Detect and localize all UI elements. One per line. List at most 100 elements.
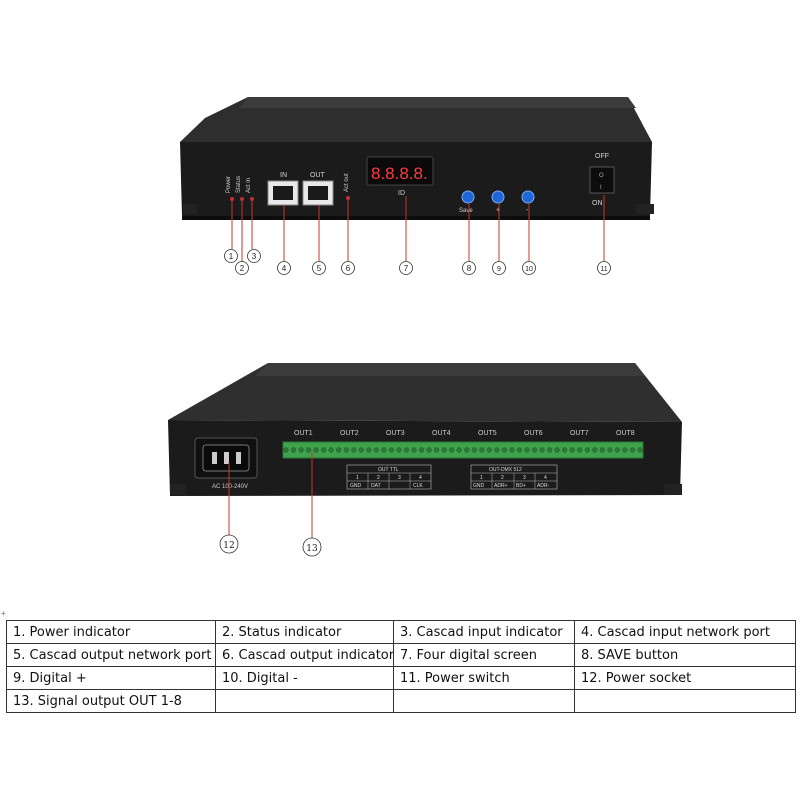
svg-text:3: 3 (523, 475, 526, 481)
svg-text:GND: GND (473, 483, 485, 489)
svg-text:11: 11 (600, 266, 607, 273)
legend-cell (215, 689, 394, 713)
terminal-screw (562, 447, 568, 453)
output-terminal-strip[interactable] (282, 441, 644, 459)
legend-cell: 13. Signal output OUT 1-8 (6, 689, 216, 713)
svg-text:GND: GND (350, 483, 362, 489)
callout-3 (247, 249, 261, 263)
svg-text:5: 5 (317, 264, 322, 273)
display-digits: 8.8.8.8. (371, 164, 428, 183)
dmx-pin-table: OUT-DMX 512 1 2 3 4 GND ADR+ BD+ ADR- (470, 464, 558, 490)
legend-row: 13. Signal output OUT 1-8 (6, 689, 796, 713)
svg-text:1: 1 (229, 252, 234, 261)
legend-cell: 7. Four digital screen (393, 643, 575, 667)
terminal-screw (418, 447, 425, 453)
out3-label: OUT3 (386, 430, 405, 437)
terminal-screw (290, 447, 297, 453)
ttl-pin-table: OUT TTL 1 2 3 4 GND DAT CLK (346, 464, 432, 490)
terminal-screw (313, 447, 319, 453)
terminal-screw (403, 447, 410, 453)
terminal-screw (622, 447, 628, 453)
svg-text:2: 2 (377, 475, 380, 481)
terminal-screw (554, 447, 560, 453)
callout-8 (462, 261, 476, 275)
terminal-screw (569, 447, 575, 453)
callout-6 (341, 261, 355, 275)
rear-device-top (168, 363, 682, 422)
legend-cell: 4. Cascad input network port (574, 620, 796, 644)
power-switch[interactable] (589, 166, 615, 194)
legend-cell: 9. Digital + (6, 666, 216, 690)
terminal-screw (546, 447, 553, 453)
terminal-screw (539, 447, 545, 453)
save-button[interactable] (461, 190, 475, 204)
terminal-screw (637, 447, 643, 453)
terminal-screw (524, 447, 530, 453)
terminal-screw (396, 447, 402, 453)
legend-cell (393, 689, 575, 713)
terminal-screw (373, 447, 380, 453)
front-mounting-ear-left (183, 204, 197, 214)
terminal-screw (464, 447, 470, 453)
front-mounting-ear-right (636, 204, 654, 214)
svg-text:ADR-: ADR- (537, 483, 550, 489)
legend-cell: 12. Power socket (574, 666, 796, 690)
product-photo-figure: Power Status Act in IN OUT Act out 8.8.8… (168, 97, 682, 557)
plus-button-label: + (496, 207, 500, 214)
legend-row: 5. Cascad output network port 6. Cascad … (6, 643, 796, 667)
terminal-screw (456, 447, 462, 453)
table-anchor-icon: + (1, 609, 6, 618)
terminal-screw (426, 447, 432, 453)
front-leader-lines (231, 195, 605, 262)
terminal-screw (411, 447, 417, 453)
terminal-screw (584, 447, 590, 453)
callout-4 (277, 261, 291, 275)
out5-label: OUT5 (478, 430, 497, 437)
legend-cell: 3. Cascad input indicator (393, 620, 575, 644)
status-indicator-led (240, 197, 244, 201)
legend-row: 1. Power indicator 2. Status indicator 3… (6, 620, 796, 644)
plus-button[interactable] (491, 190, 505, 204)
callout-12 (219, 534, 239, 554)
svg-text:I: I (600, 185, 602, 191)
terminal-screw (381, 447, 387, 453)
minus-button[interactable] (521, 190, 535, 204)
svg-text:OUT TTL: OUT TTL (378, 467, 399, 473)
svg-text:2: 2 (240, 264, 245, 273)
front-callouts (224, 249, 611, 275)
terminal-screw (388, 447, 395, 453)
terminal-screw (305, 447, 312, 453)
power-indicator-label: Power (226, 176, 232, 193)
act-out-led (346, 196, 350, 200)
legend-cell: 11. Power switch (393, 666, 575, 690)
svg-text:6: 6 (346, 264, 351, 273)
legend-cell: 5. Cascad output network port (6, 643, 216, 667)
svg-text:8: 8 (467, 264, 472, 273)
out6-label: OUT6 (524, 430, 543, 437)
terminal-screw (599, 447, 605, 453)
terminal-screw (433, 447, 440, 453)
legend-cell: 2. Status indicator (215, 620, 394, 644)
svg-text:13: 13 (306, 544, 318, 554)
svg-text:2: 2 (501, 475, 504, 481)
legend-row: 9. Digital + 10. Digital - 11. Power swi… (6, 666, 796, 690)
power-indicator-led (230, 197, 234, 201)
out1-label: OUT1 (294, 430, 313, 437)
minus-button-label: - (526, 207, 529, 214)
terminal-screw (298, 447, 304, 453)
legend-cell: 10. Digital - (215, 666, 394, 690)
off-label: OFF (595, 153, 609, 160)
svg-text:9: 9 (497, 266, 501, 273)
terminal-screw (343, 447, 349, 453)
terminal-screw (486, 447, 493, 453)
svg-text:3: 3 (398, 475, 401, 481)
in-port-label: IN (280, 172, 287, 179)
terminal-screw (449, 447, 455, 453)
svg-text:4: 4 (282, 264, 287, 273)
legend-cell: 1. Power indicator (6, 620, 216, 644)
terminal-screw (366, 447, 372, 453)
callout-9 (492, 261, 506, 275)
callout-5 (312, 261, 326, 275)
front-device: Power Status Act in IN OUT Act out 8.8.8… (180, 97, 654, 220)
ac-voltage-label: AC 100-240V (212, 484, 248, 490)
